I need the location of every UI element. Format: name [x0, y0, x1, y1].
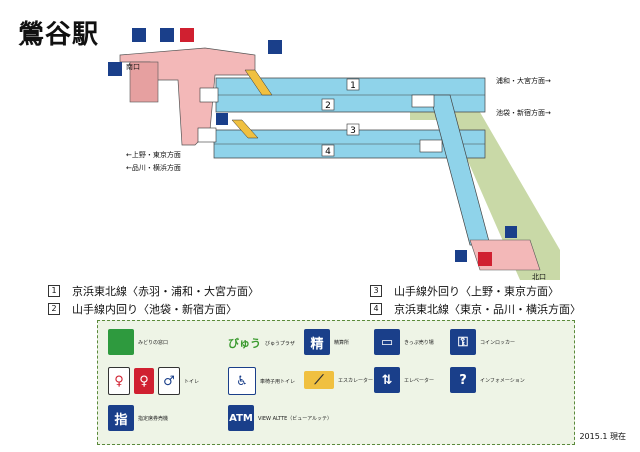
legend-toilet: ♀ ♀ ♂ トイレ — [108, 367, 199, 395]
legend-midori: みどりの窓口 — [108, 329, 168, 355]
platform-label-3: 3 — [350, 126, 356, 136]
ground-area — [410, 95, 560, 280]
direction-label-south-2: ←品川・横浜方面 — [126, 164, 181, 172]
key-icon: ⚿ — [450, 329, 476, 355]
elevator-icon-2 — [216, 113, 228, 125]
direction-label-north-2: 池袋・新宿方面→ — [496, 109, 551, 117]
toilet-icon — [180, 28, 194, 42]
platform-label-2: 2 — [325, 101, 331, 111]
legend-seisan: 精 精算所 — [304, 329, 349, 355]
legend-elevator: ⇅ エレベーター — [374, 367, 434, 393]
stairs — [197, 87, 443, 153]
station-map: 1 2 3 4 — [108, 28, 560, 280]
legend: みどりの窓口 びゅう びゅうプラザ 精 精算所 ▭ きっぷ売り場 ⚿ コインロッ… — [97, 320, 575, 445]
legend-reserved: 指 指定席券売機 — [108, 405, 168, 431]
legend-atm: ATM VIEW ALTTE（ビューアルッテ） — [228, 405, 332, 431]
wheelchair-icon — [160, 28, 174, 42]
elevator-icon: ⇅ — [374, 367, 400, 393]
toilet-men-icon: ♂ — [158, 367, 180, 395]
toilet-women-icon: ♀ — [108, 367, 130, 395]
toilet-icon-2 — [478, 252, 492, 266]
legend-locker: ⚿ コインロッカー — [450, 329, 515, 355]
map-icons — [108, 28, 517, 266]
ticket-office — [129, 61, 159, 103]
direction-label-north-1: 浦和・大宮方面→ — [496, 77, 551, 85]
reserved-seat-icon: 指 — [108, 405, 134, 431]
platform-label-4: 4 — [325, 147, 331, 157]
seisan-icon: 精 — [304, 329, 330, 355]
legend-ticket: ▭ きっぷ売り場 — [374, 329, 434, 355]
midori-window-icon — [108, 329, 134, 355]
line-item-4: 4 京浜東北線〈東京・品川・横浜方面〉 — [370, 301, 581, 317]
south-exit-label: 南口 — [126, 63, 140, 71]
date-note: 2015.1 現在 — [579, 432, 626, 441]
ticket-icon: ▭ — [374, 329, 400, 355]
platform-label-1: 1 — [350, 81, 356, 91]
direction-label-south-1: ←上野・東京方面 — [126, 151, 181, 159]
line-item-2: 2 山手線内回り〈池袋・新宿方面〉 — [48, 301, 237, 317]
escalators — [231, 69, 273, 139]
legend-wheelchair: ♿ 車椅子用トイレ — [228, 367, 295, 395]
legend-escalator: ⟋ エスカレーター — [304, 371, 373, 389]
line-item-3: 3 山手線外回り〈上野・東京方面〉 — [370, 283, 559, 299]
station-title: 鶯谷駅 — [18, 20, 100, 50]
reserved-seat-icon — [108, 62, 122, 76]
wheelchair-icon: ♿ — [228, 367, 256, 395]
legend-info: ? インフォメーション — [450, 367, 525, 393]
toilet-women-filled-icon: ♀ — [134, 368, 154, 394]
elevator-icon — [268, 40, 282, 54]
viewplaza-logo: びゅう — [228, 337, 261, 350]
escalator-icon: ⟋ — [304, 371, 334, 389]
atm-icon: ATM — [228, 405, 254, 431]
line-item-1: 1 京浜東北線〈赤羽・浦和・大宮方面〉 — [48, 283, 259, 299]
legend-viewplaza: びゅう びゅうプラザ — [228, 337, 295, 350]
atm-icon — [132, 28, 146, 42]
north-exit-label: 北口 — [532, 273, 546, 281]
info-icon: ? — [450, 367, 476, 393]
locker-icon — [455, 250, 467, 262]
seisan-icon — [505, 226, 517, 238]
